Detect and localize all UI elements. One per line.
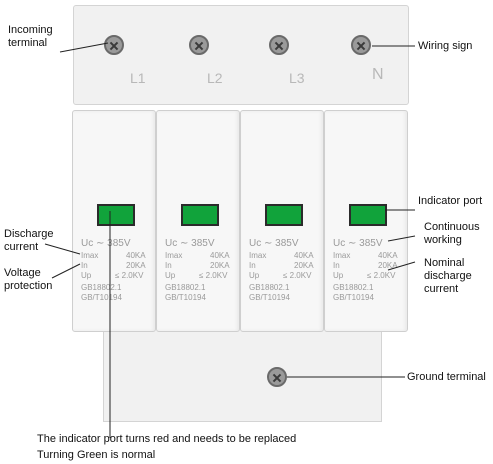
spec-std1: GB18802.1 — [81, 283, 122, 292]
module-1: Uc ∼ 385V Imax 40KA In 20KA Up ≤ 2.0KV G… — [72, 110, 156, 332]
terminal-label-n: N — [372, 66, 384, 83]
module-2: Uc ∼ 385V Imax 40KA In 20KA Up ≤ 2.0KV G… — [156, 110, 240, 332]
label-indicator-port: Indicator port — [418, 195, 483, 207]
spec-in-value: 20KA — [378, 261, 398, 270]
label-nominal-discharge-current: Nominal discharge current — [424, 257, 472, 295]
leader-incoming — [59, 42, 109, 53]
spec-imax-value: 40KA — [294, 251, 314, 260]
terminal-screw-l3 — [269, 35, 289, 55]
spec-imax-value: 40KA — [126, 251, 146, 260]
spec-std2: GB/T10194 — [249, 293, 290, 302]
spec-imax-label: Imax — [333, 251, 351, 260]
spec-imax-label: Imax — [81, 251, 99, 260]
indicator-window — [97, 204, 135, 226]
label-continuous-working: Continuous working — [424, 221, 480, 246]
terminal-screw-l2 — [189, 35, 209, 55]
spec-in-label: In — [165, 261, 172, 270]
spec-imax-value: 40KA — [378, 251, 398, 260]
spec-uc: Uc ∼ 385V — [333, 238, 383, 249]
label-voltage-protection: Voltage protection — [4, 267, 53, 292]
spec-up-value: ≤ 2.0KV — [367, 271, 396, 280]
module-3: Uc ∼ 385V Imax 40KA In 20KA Up ≤ 2.0KV G… — [240, 110, 324, 332]
terminal-label-l2: L2 — [207, 70, 223, 86]
label-wiring-sign: Wiring sign — [418, 40, 473, 52]
spec-uc: Uc ∼ 385V — [81, 238, 131, 249]
spec-imax-label: Imax — [249, 251, 267, 260]
leader-nominal — [387, 261, 416, 271]
spec-std1: GB18802.1 — [333, 283, 374, 292]
spec-up-label: Up — [333, 271, 344, 280]
device-top-housing — [73, 5, 409, 105]
ground-terminal-screw — [267, 367, 287, 387]
spec-in-label: In — [333, 261, 340, 270]
spec-in-value: 20KA — [210, 261, 230, 270]
leader-discharge — [44, 243, 81, 255]
spec-std1: GB18802.1 — [165, 283, 206, 292]
terminal-screw-n — [351, 35, 371, 55]
spec-std2: GB/T10194 — [165, 293, 206, 302]
indicator-window — [181, 204, 219, 226]
spec-up-label: Up — [249, 271, 260, 280]
spec-up-value: ≤ 2.0KV — [283, 271, 312, 280]
module-4: Uc ∼ 385V Imax 40KA In 20KA Up ≤ 2.0KV G… — [324, 110, 408, 332]
terminal-label-l3: L3 — [289, 70, 305, 86]
indicator-window — [265, 204, 303, 226]
spec-std1: GB18802.1 — [249, 283, 290, 292]
spec-up-label: Up — [165, 271, 176, 280]
spec-in-label: In — [81, 261, 88, 270]
device-base-housing — [103, 325, 382, 422]
spec-std2: GB/T10194 — [81, 293, 122, 302]
spec-imax-value: 40KA — [210, 251, 230, 260]
label-discharge-current: Discharge current — [4, 228, 54, 253]
spec-up-value: ≤ 2.0KV — [115, 271, 144, 280]
leader-continuous — [387, 235, 416, 242]
indicator-window — [349, 204, 387, 226]
terminal-screw-l1 — [104, 35, 124, 55]
spec-in-value: 20KA — [294, 261, 314, 270]
spec-up-value: ≤ 2.0KV — [199, 271, 228, 280]
spec-uc: Uc ∼ 385V — [249, 238, 299, 249]
spec-std2: GB/T10194 — [333, 293, 374, 302]
leader-voltage — [51, 263, 81, 279]
label-ground-terminal: Ground terminal — [407, 371, 486, 383]
spec-in-value: 20KA — [126, 261, 146, 270]
label-incoming-terminal: Incoming terminal — [8, 24, 53, 49]
spec-in-label: In — [249, 261, 256, 270]
spec-uc: Uc ∼ 385V — [165, 238, 215, 249]
spec-up-label: Up — [81, 271, 92, 280]
spec-imax-label: Imax — [165, 251, 183, 260]
terminal-label-l1: L1 — [130, 70, 146, 86]
caption-line-1: The indicator port turns red and needs t… — [37, 433, 297, 445]
caption-line-2: Turning Green is normal — [37, 449, 156, 461]
